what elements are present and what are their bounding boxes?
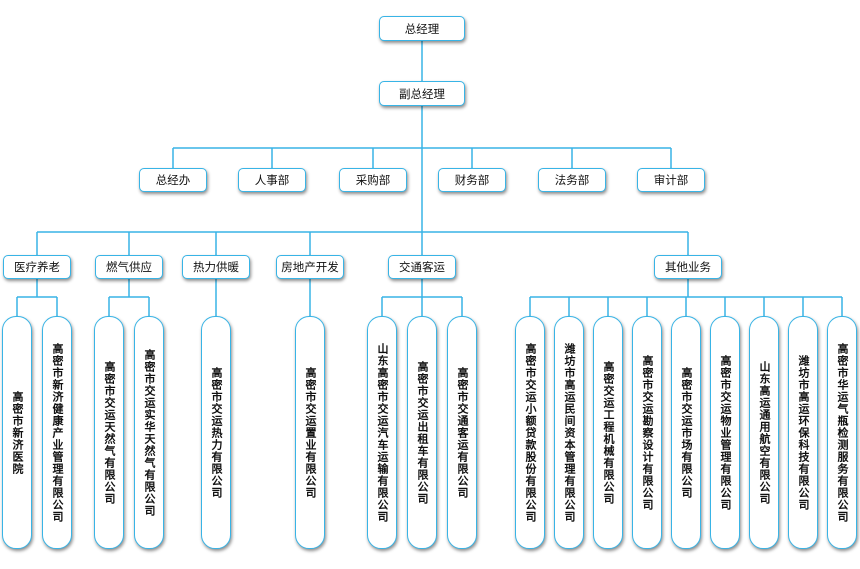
company-box: 高密市交运小额贷款股份有限公司 xyxy=(515,316,545,549)
dept-label: 法务部 xyxy=(554,173,590,187)
company-box: 高密市交运实华天然气有限公司 xyxy=(134,316,164,549)
company-box: 高密市交运热力有限公司 xyxy=(201,316,231,549)
business-group-label: 交通客运 xyxy=(399,260,445,274)
company-name: 高密市新济医院 xyxy=(11,390,24,475)
business-group-box: 房地产开发 xyxy=(276,255,344,279)
company-name: 潍坊市高运环保科技有限公司 xyxy=(797,354,810,511)
company-name: 高密市交运出租车有限公司 xyxy=(416,360,429,505)
business-group-label: 热力供暖 xyxy=(193,260,239,274)
company-box: 高密市交运置业有限公司 xyxy=(295,316,325,549)
node-general-manager-label: 总经理 xyxy=(404,21,440,36)
company-box: 高密交运工程机械有限公司 xyxy=(593,316,623,549)
company-box: 山东高密市交运汽车运输有限公司 xyxy=(367,316,397,549)
node-deputy-general-manager: 副总经理 xyxy=(379,81,465,106)
company-name: 高密交运工程机械有限公司 xyxy=(602,360,615,505)
dept-box: 审计部 xyxy=(637,168,705,192)
business-group-label: 医疗养老 xyxy=(14,260,60,274)
business-group-box: 燃气供应 xyxy=(95,255,163,279)
company-name: 高密市交运小额贷款股份有限公司 xyxy=(524,342,537,523)
company-box: 高密市交运物业管理有限公司 xyxy=(710,316,740,549)
company-box: 潍坊市高运环保科技有限公司 xyxy=(788,316,818,549)
company-name: 高密市交运热力有限公司 xyxy=(210,366,223,499)
dept-box: 财务部 xyxy=(438,168,506,192)
company-name: 高密市交运市场有限公司 xyxy=(680,366,693,499)
company-box: 高密市新济健康产业管理有限公司 xyxy=(42,316,72,549)
company-name: 潍坊市高运民间资本管理有限公司 xyxy=(563,342,576,523)
company-box: 高密市华运气瓶检测服务有限公司 xyxy=(827,316,857,549)
company-name: 高密市新济健康产业管理有限公司 xyxy=(51,342,64,523)
business-group-box: 交通客运 xyxy=(388,255,456,279)
company-box: 高密市交运出租车有限公司 xyxy=(407,316,437,549)
company-name: 高密市华运气瓶检测服务有限公司 xyxy=(836,342,849,523)
dept-label: 财务部 xyxy=(454,173,490,187)
dept-label: 审计部 xyxy=(653,173,689,187)
dept-box: 法务部 xyxy=(538,168,606,192)
company-box: 高密市新济医院 xyxy=(2,316,32,549)
node-general-manager: 总经理 xyxy=(379,16,465,41)
business-group-label: 其他业务 xyxy=(665,260,711,274)
company-name: 山东高运通用航空有限公司 xyxy=(758,360,771,505)
company-box: 潍坊市高运民间资本管理有限公司 xyxy=(554,316,584,549)
company-name: 高密市交运置业有限公司 xyxy=(304,366,317,499)
business-group-label: 房地产开发 xyxy=(281,260,339,274)
dept-box: 总经办 xyxy=(139,168,207,192)
company-name: 高密市交通客运有限公司 xyxy=(456,366,469,499)
business-group-box: 医疗养老 xyxy=(3,255,71,279)
business-group-label: 燃气供应 xyxy=(106,260,152,274)
company-box: 高密市交通客运有限公司 xyxy=(447,316,477,549)
company-box: 山东高运通用航空有限公司 xyxy=(749,316,779,549)
business-group-box: 其他业务 xyxy=(654,255,722,279)
company-box: 高密市交运勘察设计有限公司 xyxy=(632,316,662,549)
company-name: 山东高密市交运汽车运输有限公司 xyxy=(376,342,389,523)
company-box: 高密市交运天然气有限公司 xyxy=(94,316,124,549)
dept-label: 总经办 xyxy=(155,173,191,187)
company-name: 高密市交运物业管理有限公司 xyxy=(719,354,732,511)
dept-box: 人事部 xyxy=(238,168,306,192)
node-deputy-label: 副总经理 xyxy=(399,86,445,101)
company-name: 高密市交运实华天然气有限公司 xyxy=(143,348,156,517)
business-group-box: 热力供暖 xyxy=(182,255,250,279)
company-name: 高密市交运天然气有限公司 xyxy=(103,360,116,505)
company-name: 高密市交运勘察设计有限公司 xyxy=(641,354,654,511)
dept-box: 采购部 xyxy=(339,168,407,192)
dept-label: 采购部 xyxy=(355,173,391,187)
company-box: 高密市交运市场有限公司 xyxy=(671,316,701,549)
dept-label: 人事部 xyxy=(254,173,290,187)
